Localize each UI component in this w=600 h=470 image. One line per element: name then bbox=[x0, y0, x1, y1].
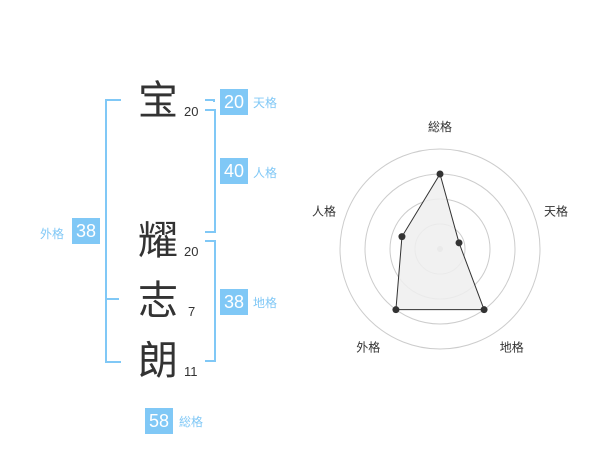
radar-ring bbox=[339, 148, 541, 350]
name-char-4: 朗 bbox=[138, 338, 178, 384]
tenkaku-score: 20 bbox=[220, 89, 248, 115]
stroke-count-1: 20 bbox=[184, 104, 199, 119]
stroke-count-2: 20 bbox=[184, 244, 199, 259]
radar-point-2 bbox=[455, 239, 463, 247]
gaikaku-label: 外格 bbox=[40, 227, 65, 241]
chikaku-bracket bbox=[205, 240, 216, 362]
radar-polygon bbox=[395, 172, 485, 311]
radar-axis-label-3: 地格 bbox=[500, 340, 524, 355]
radar-axis-label-1: 総格 bbox=[428, 119, 452, 134]
name-char-2: 耀 bbox=[138, 218, 178, 264]
radar-axis-label-4: 外格 bbox=[356, 340, 380, 355]
soukaku-score: 58 bbox=[145, 408, 173, 434]
radar-axis-label-2: 天格 bbox=[544, 203, 568, 218]
jinkaku-score: 40 bbox=[220, 158, 248, 184]
stroke-count-4: 11 bbox=[184, 364, 198, 379]
name-char-3: 志 bbox=[138, 278, 178, 324]
gaikaku-bracket-mid-tick bbox=[105, 298, 119, 300]
radar-point-5 bbox=[398, 233, 406, 241]
jinkaku-label: 人格 bbox=[253, 166, 278, 180]
radar-point-1 bbox=[436, 170, 444, 178]
chikaku-score: 38 bbox=[220, 289, 248, 315]
tenkaku-label: 天格 bbox=[253, 96, 278, 110]
tenkaku-bracket bbox=[205, 99, 215, 102]
soukaku-label: 総格 bbox=[179, 415, 204, 429]
radar-point-3 bbox=[480, 306, 488, 314]
jinkaku-bracket bbox=[205, 109, 216, 233]
chikaku-label: 地格 bbox=[253, 296, 278, 310]
radar-polygon-group bbox=[392, 170, 488, 314]
radar-axis-label-5: 人格 bbox=[312, 203, 336, 218]
name-char-1: 宝 bbox=[138, 78, 178, 124]
stroke-count-3: 7 bbox=[188, 304, 196, 319]
radar-point-4 bbox=[392, 306, 400, 314]
gaikaku-bracket bbox=[105, 99, 121, 363]
gaikaku-score: 38 bbox=[72, 218, 100, 244]
